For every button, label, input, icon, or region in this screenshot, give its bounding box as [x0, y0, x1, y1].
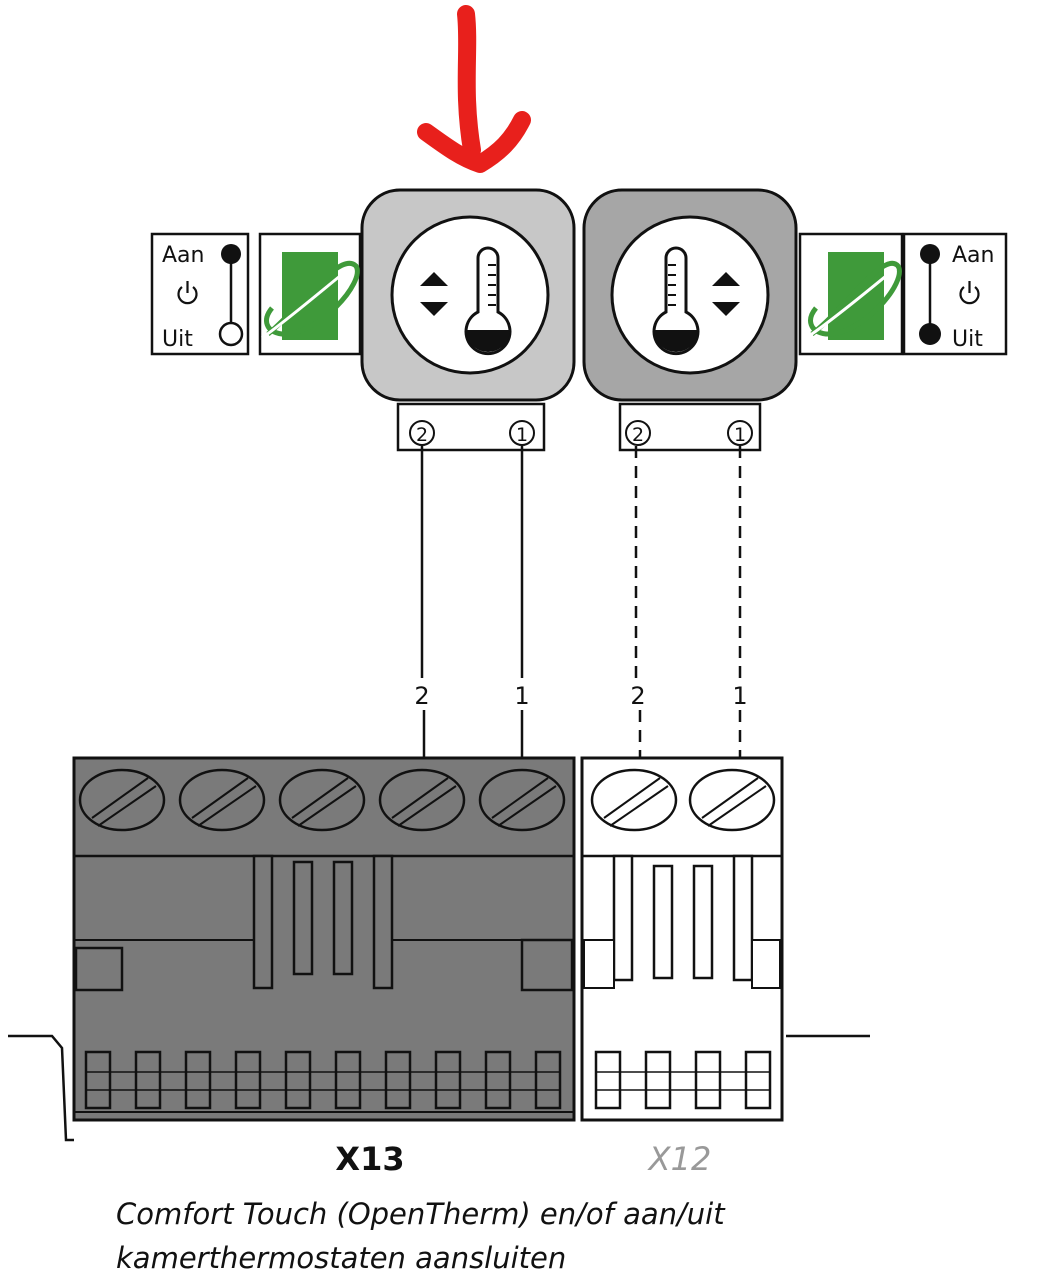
x13-label: X13	[335, 1140, 405, 1178]
wire-label-right-1: 1	[732, 682, 747, 710]
left-terminal-pin-1: 1	[516, 424, 528, 446]
up-down-arrows-icon	[420, 272, 448, 316]
red-arrow-icon	[417, 5, 531, 173]
caption-line-2: kamerthermostaten aansluiten	[116, 1241, 567, 1275]
wire-label-right-2: 2	[630, 682, 645, 710]
right-thermostat-module: 2 1	[582, 188, 798, 452]
right-off-label: Uit	[952, 327, 983, 352]
green-logo-icon	[258, 232, 362, 356]
right-on-label: Aan	[952, 243, 994, 268]
right-terminal-pin-1: 1	[734, 424, 746, 446]
power-icon	[177, 281, 198, 305]
up-down-arrows-icon	[712, 272, 740, 316]
caption-line-1: Comfort Touch (OpenTherm) en/of aan/uit	[116, 1197, 725, 1231]
x12-connector	[580, 756, 784, 1122]
green-logo-icon	[798, 232, 904, 356]
x13-screws	[78, 768, 566, 832]
thermometer-icon	[652, 246, 700, 356]
left-switch-panel: Aan Uit	[150, 232, 250, 356]
wires	[420, 446, 742, 760]
wire-label-left-1: 1	[514, 682, 529, 710]
wire-label-left-2: 2	[414, 682, 429, 710]
x12-label: X12	[648, 1140, 712, 1178]
left-off-label: Uit	[162, 327, 193, 352]
left-on-label: Aan	[162, 243, 204, 268]
power-icon	[959, 281, 980, 305]
board-outline	[8, 1034, 870, 1142]
left-terminal-pin-2: 2	[416, 424, 428, 446]
left-thermostat-module: 2 1	[360, 188, 576, 452]
right-terminal-pin-2: 2	[632, 424, 644, 446]
x13-pins	[84, 1050, 562, 1110]
right-switch-panel: Aan Uit	[902, 232, 1008, 356]
caption: Comfort Touch (OpenTherm) en/of aan/uit …	[116, 1192, 1016, 1280]
thermometer-icon	[464, 246, 512, 356]
x13-connector	[72, 756, 576, 1122]
